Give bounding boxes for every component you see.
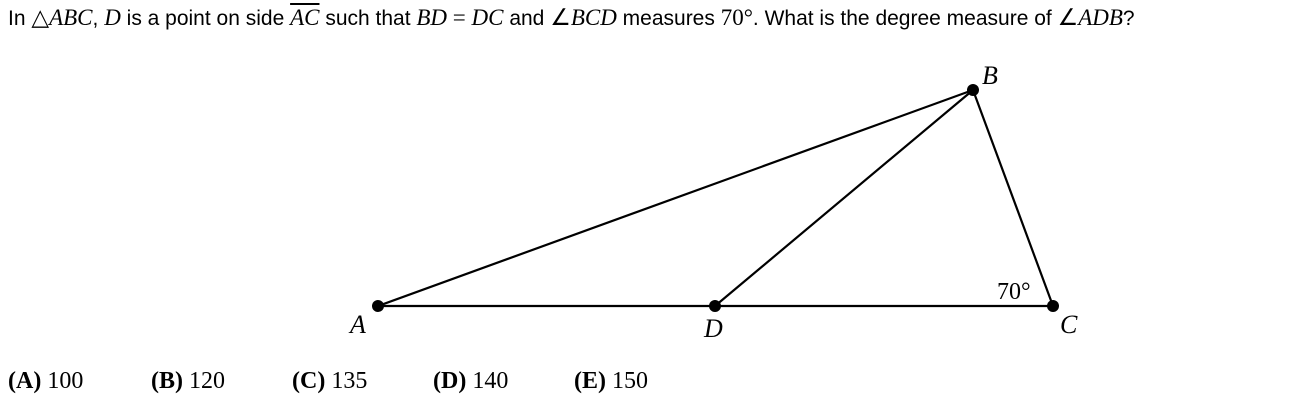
choice-letter: (E) xyxy=(574,368,606,394)
point-d xyxy=(709,300,721,312)
choice-b[interactable]: (B) 120 xyxy=(151,364,225,398)
question-fragment: In xyxy=(8,7,32,30)
choice-value: 100 xyxy=(47,368,84,394)
choice-value: 120 xyxy=(189,368,225,394)
question-fragment: ? xyxy=(1122,7,1135,30)
segment-dc: DC xyxy=(471,5,504,30)
question-fragment: measures xyxy=(616,7,721,30)
choice-a[interactable]: (A) 100 xyxy=(8,364,83,398)
choice-letter: (B) xyxy=(151,368,183,394)
angle-label-70: 70° xyxy=(997,279,1031,305)
choice-d[interactable]: (D) 140 xyxy=(433,364,508,398)
segment-ab xyxy=(376,88,975,308)
label-b: B xyxy=(982,61,998,90)
choice-letter: (D) xyxy=(433,368,467,394)
choice-value: 135 xyxy=(331,368,368,394)
choice-value: 150 xyxy=(612,368,648,394)
point-b xyxy=(967,84,979,96)
point-c xyxy=(1047,300,1059,312)
angle-value: 70° xyxy=(720,5,753,30)
choice-letter: (A) xyxy=(8,368,42,394)
triangle-symbol: △ xyxy=(31,5,50,30)
choice-c[interactable]: (C) 135 xyxy=(292,364,367,398)
label-a: A xyxy=(348,310,366,339)
question-fragment: is a point on side xyxy=(120,7,291,30)
point-a xyxy=(372,300,384,312)
angle-adb: ADB xyxy=(1078,5,1123,30)
triangle-abc: ABC xyxy=(49,5,93,30)
equals-sign: = xyxy=(447,5,472,30)
label-d: D xyxy=(703,314,723,343)
label-c: C xyxy=(1060,310,1078,339)
angle-bcd: BCD xyxy=(570,5,617,30)
question-fragment: such that xyxy=(319,7,417,30)
question-fragment: and xyxy=(503,7,551,30)
segment-bd-line xyxy=(713,88,975,308)
question-fragment: , xyxy=(92,7,105,30)
choice-value: 140 xyxy=(472,368,509,394)
segment-ac: AC xyxy=(290,5,320,30)
angle-symbol: ∠ xyxy=(1057,5,1079,30)
point-d-text: D xyxy=(104,5,121,30)
choice-letter: (C) xyxy=(292,368,326,394)
choice-e[interactable]: (E) 150 xyxy=(574,364,648,398)
question-text: In △ABC, D is a point on side AC such th… xyxy=(8,2,1135,35)
angle-symbol: ∠ xyxy=(550,5,571,30)
segment-bc xyxy=(971,88,1055,308)
segment-bd: BD xyxy=(416,5,448,30)
question-fragment: . What is the degree measure of xyxy=(752,7,1058,30)
